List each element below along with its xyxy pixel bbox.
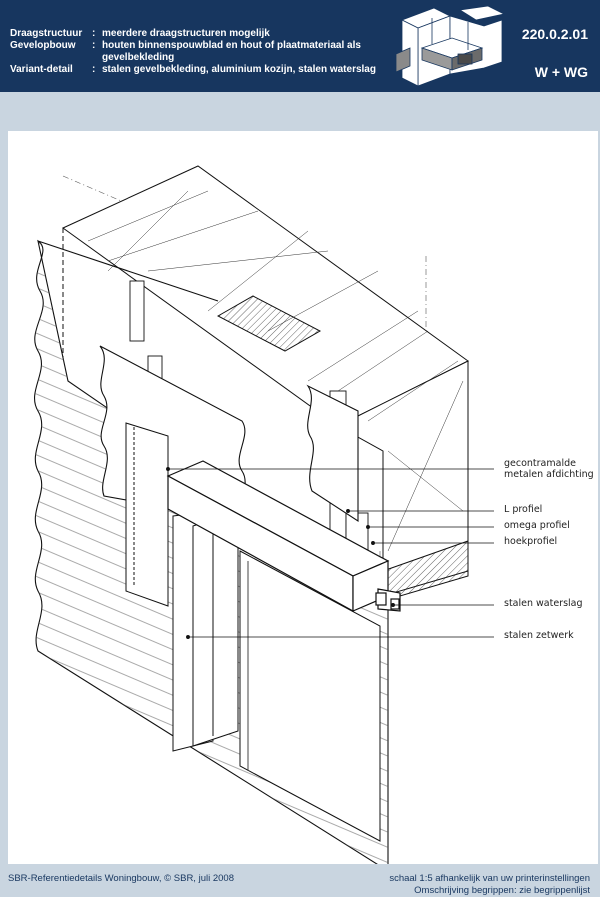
spec-key: Gevelopbouw	[10, 40, 76, 51]
glossary-note-line: Omschrijving begrippen: zie begrippenlij…	[414, 885, 590, 896]
spec-separator: :	[92, 64, 96, 75]
leader-lines	[166, 467, 494, 639]
isometric-detail-svg	[33, 165, 494, 872]
detail-variant: W + WG	[534, 64, 588, 80]
callout-afdichting: gecontramalde metalen afdichting	[504, 458, 594, 480]
spec-value: stalen gevelbekleding, aluminium kozijn,…	[102, 64, 376, 75]
spec-row: Gevelopbouw : houten binnenspouwblad en …	[10, 40, 402, 64]
detail-code: 220.0.2.01	[521, 26, 588, 42]
detail-drawing: gecontramalde metalen afdichting L profi…	[8, 131, 598, 872]
spec-key: Draagstructuur	[10, 28, 83, 39]
callout-waterslag: stalen waterslag	[504, 598, 583, 609]
scale-note: schaal 1:5 afhankelijk van uw printerins…	[389, 873, 590, 897]
spec-key: Variant-detail	[10, 64, 73, 75]
scale-note-line: schaal 1:5 afhankelijk van uw printerins…	[389, 873, 590, 884]
spec-separator: :	[92, 28, 96, 39]
spec-row: Draagstructuur : meerdere draagstructure…	[10, 28, 402, 40]
spec-separator: :	[92, 40, 96, 51]
callout-hoekprofiel: hoekprofiel	[504, 536, 558, 547]
spec-value: houten binnenspouwblad en hout of plaatm…	[102, 40, 361, 63]
spec-value: meerdere draagstructuren mogelijk	[102, 28, 270, 39]
insulated-wall-block	[62, 165, 469, 652]
spec-row: Variant-detail : stalen gevelbekleding, …	[10, 64, 402, 76]
callout-l-profiel: L profiel	[504, 504, 543, 515]
aluminium-frame	[125, 422, 381, 842]
building-thumbnail-icon	[395, 5, 506, 87]
steel-waterslag	[166, 460, 401, 613]
title-block: Draagstructuur : meerdere draagstructure…	[0, 0, 600, 92]
callout-zetwerk: stalen zetwerk	[504, 630, 574, 641]
copyright-note: SBR-Referentiedetails Woningbouw, © SBR,…	[8, 873, 234, 884]
callout-omega-profiel: omega profiel	[504, 520, 570, 531]
specification-list: Draagstructuur : meerdere draagstructure…	[10, 28, 402, 76]
